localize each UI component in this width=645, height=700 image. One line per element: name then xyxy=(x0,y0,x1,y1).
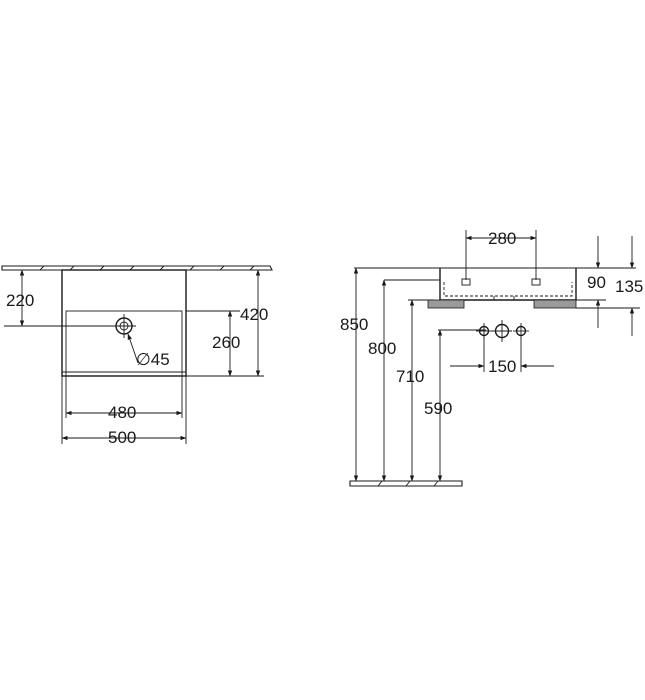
label-800: 800 xyxy=(368,339,396,358)
label-590: 590 xyxy=(424,399,452,418)
dimension-260 xyxy=(186,310,240,377)
label-220: 220 xyxy=(6,291,34,310)
side-view: 280 90 135 850 800 710 590 150 xyxy=(340,229,643,487)
tap-hole xyxy=(112,314,136,338)
label-90: 90 xyxy=(587,273,606,292)
wall-strip-top xyxy=(1,265,273,271)
label-500: 500 xyxy=(108,428,136,447)
floor-strip xyxy=(349,480,463,487)
label-710: 710 xyxy=(396,367,424,386)
dimension-480 xyxy=(65,372,183,418)
label-420: 420 xyxy=(240,305,268,324)
label-260: 260 xyxy=(212,333,240,352)
dimension-220 xyxy=(4,269,114,327)
label-diameter-45: ∅45 xyxy=(136,350,170,369)
dimension-420 xyxy=(186,269,264,377)
top-view: 220 420 260 ∅45 480 500 xyxy=(1,265,273,447)
label-150: 150 xyxy=(488,357,516,376)
dimension-500 xyxy=(61,376,187,444)
mounting-block-right xyxy=(533,299,577,309)
basin-side xyxy=(408,268,577,301)
dimension-280 xyxy=(465,230,537,280)
basin-outline-top xyxy=(61,269,187,377)
dimension-800 xyxy=(381,279,440,482)
label-480: 480 xyxy=(108,403,136,422)
valve-center xyxy=(492,320,512,342)
dimension-590 xyxy=(437,329,486,482)
valve-left xyxy=(476,323,492,339)
dimension-90 xyxy=(576,236,606,328)
dimension-135 xyxy=(576,236,640,336)
label-280: 280 xyxy=(488,229,516,248)
label-135: 135 xyxy=(615,277,643,296)
valve-right xyxy=(513,323,529,339)
dimension-150 xyxy=(450,337,554,372)
label-850: 850 xyxy=(340,315,368,334)
mounting-block-left xyxy=(427,299,465,309)
